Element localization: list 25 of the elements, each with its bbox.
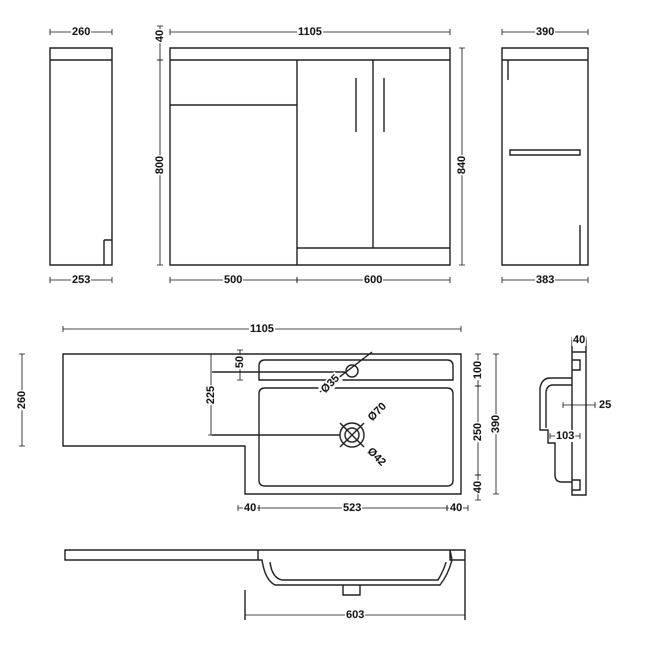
dimension-label: 260	[16, 390, 28, 410]
dimension-label: 600	[363, 274, 384, 286]
dimension-label: 840	[456, 154, 468, 176]
dimension-label: 103	[555, 430, 576, 442]
dimension-label: 253	[71, 274, 92, 286]
dimension-label: 260	[71, 26, 92, 38]
dimension-label: 40	[472, 480, 484, 494]
dimension-label: 523	[342, 502, 362, 514]
dimension-label: 40	[243, 502, 258, 514]
dimension-label: 800	[154, 154, 166, 176]
dimension-label: 50	[234, 354, 246, 370]
dimension-label: 1105	[297, 26, 323, 38]
dimension-label: 390	[490, 414, 502, 434]
dimension-label: 225	[205, 384, 218, 406]
dimension-label: 250	[472, 422, 484, 442]
dimension-label: 100	[472, 360, 484, 380]
dimension-label: 500	[223, 274, 244, 286]
dimension-label: 390	[535, 26, 556, 38]
dimension-label: 603	[345, 609, 366, 621]
dimension-label: 40	[154, 28, 166, 44]
dimension-label: 40	[449, 502, 464, 514]
dimension-label: 40	[572, 334, 586, 346]
dimension-label: 383	[535, 274, 556, 286]
dimension-label: 1105	[249, 323, 275, 335]
dimension-label: 25	[598, 399, 612, 411]
